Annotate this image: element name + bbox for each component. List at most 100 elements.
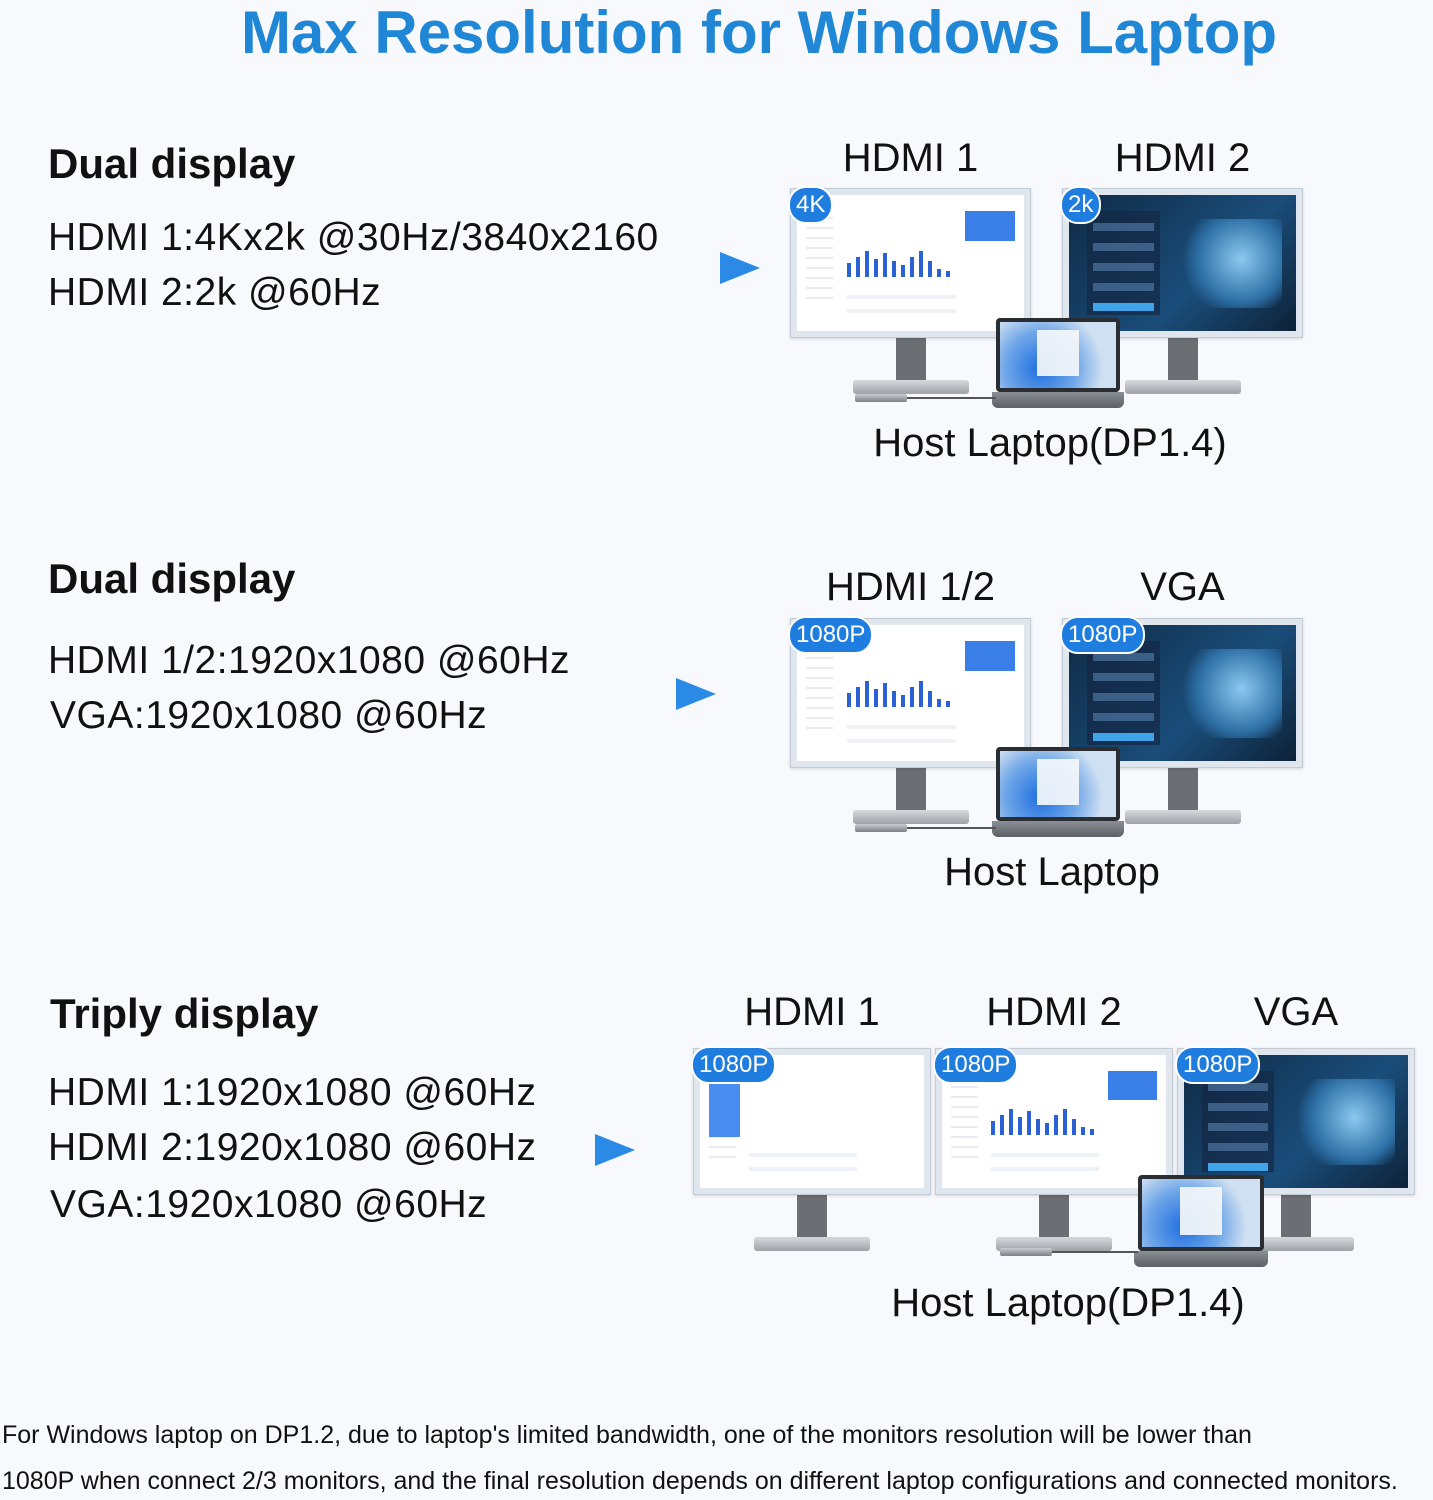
screen-bar-chart [991,1108,1095,1135]
monitor: 1080P [788,616,1031,826]
form-field [1092,283,1154,292]
chart-bar [891,260,896,277]
screen-table [991,1142,1099,1178]
laptop-lid [1138,1175,1264,1251]
host-laptop-label: Host Laptop(DP1.4) [891,1281,1245,1325]
chart-bar [1027,1110,1032,1135]
form-field [1092,243,1154,252]
monitor: 1080P [1175,1046,1415,1253]
monitor-base [852,380,969,395]
chart-bar [846,692,851,707]
screen-signup-form [1201,1070,1274,1173]
chart-bar [1018,1116,1023,1135]
port-label: HDMI 1 [842,136,979,180]
cable [907,827,996,829]
chart-bar [882,682,887,707]
screen-panel [964,211,1015,242]
monitor-base [754,1236,870,1251]
screen-room-image [1180,219,1283,308]
monitor-stand [895,336,926,384]
screen-bar-chart [846,250,950,277]
chart-bar [1000,1114,1005,1135]
screen-signup-form [1087,211,1160,315]
chart-bar [991,1120,996,1135]
spec-line: VGA:1920x1080 @60Hz [50,1183,488,1226]
laptop-base [992,821,1124,837]
spec-line: HDMI 1:4Kx2k @30Hz/3840x2160 [48,216,659,259]
usb-c-hub [855,394,907,402]
chart-bar [909,686,914,707]
screen-sidebar [806,208,834,304]
monitor-stand [1039,1193,1069,1240]
screen-panel [964,641,1015,672]
form-field [1207,1122,1268,1131]
port-label: VGA [1253,990,1339,1034]
monitor-screen [1069,625,1296,761]
chart-bar [1009,1108,1014,1135]
resolution-badge: 1080P [1060,616,1146,654]
chart-bar [927,690,932,707]
resolution-badge: 1080P [788,616,874,654]
chart-bar [900,694,905,707]
monitor-stand [895,766,926,814]
chart-bar [864,250,869,277]
screen-bar-chart [846,680,950,707]
chart-bar [909,256,914,277]
cable [1052,1251,1138,1253]
arrow-right-icon [720,252,760,284]
monitor-base [1124,380,1241,395]
windows-start-menu [1037,329,1079,377]
windows-start-menu [1037,758,1079,806]
monitor: 1080P [933,1046,1173,1253]
spec-line: HDMI 1/2:1920x1080 @60Hz [48,639,571,682]
screen-room-image [1293,1078,1395,1166]
monitor-stand [1281,1193,1311,1240]
chart-bar [855,686,860,707]
chart-bar [1045,1122,1050,1135]
monitor-frame [790,188,1031,338]
monitor-base [1238,1236,1354,1251]
form-field [1092,673,1154,682]
usb-c-hub [1000,1248,1052,1256]
chart-bar [1054,1114,1059,1135]
chart-bar [1090,1128,1095,1135]
chart-bar [927,260,932,277]
host-laptop [1134,1175,1268,1271]
section-heading: Dual display [48,140,296,187]
form-field [1092,713,1154,722]
chart-bar [918,680,923,707]
laptop-base [1134,1251,1268,1267]
monitor: 1080P [1060,616,1303,826]
chart-bar [873,688,878,707]
chart-bar [855,256,860,277]
laptop-screen [1142,1179,1260,1247]
resolution-badge: 1080P [933,1046,1019,1084]
screen-room-image [1180,649,1283,738]
monitor: 2k [1060,186,1303,396]
chart-bar [936,268,941,277]
arrow-right-icon [595,1134,635,1166]
form-field [1207,1102,1268,1111]
laptop-screen [1000,322,1116,388]
screen-table [846,714,956,751]
form-field [1207,1162,1268,1171]
chart-bar [882,252,887,277]
form-field [1092,693,1154,702]
page-title: Max Resolution for Windows Laptop [240,0,1278,66]
monitor: 4K [788,186,1031,396]
monitor: 1080P [691,1046,931,1253]
screen-panel [708,1084,741,1138]
form-field [1092,733,1154,742]
chart-bar [936,698,941,707]
laptop-lid [996,747,1120,821]
screen-table [749,1142,857,1178]
chart-bar [846,262,851,277]
monitor-stand [1167,336,1198,384]
form-field [1207,1082,1268,1091]
host-laptop-label: Host Laptop(DP1.4) [873,421,1227,465]
laptop-base [992,392,1124,408]
form-field [1092,653,1154,662]
port-label: VGA [1140,565,1225,609]
windows-start-menu [1179,1187,1223,1235]
form-field [1092,303,1154,312]
